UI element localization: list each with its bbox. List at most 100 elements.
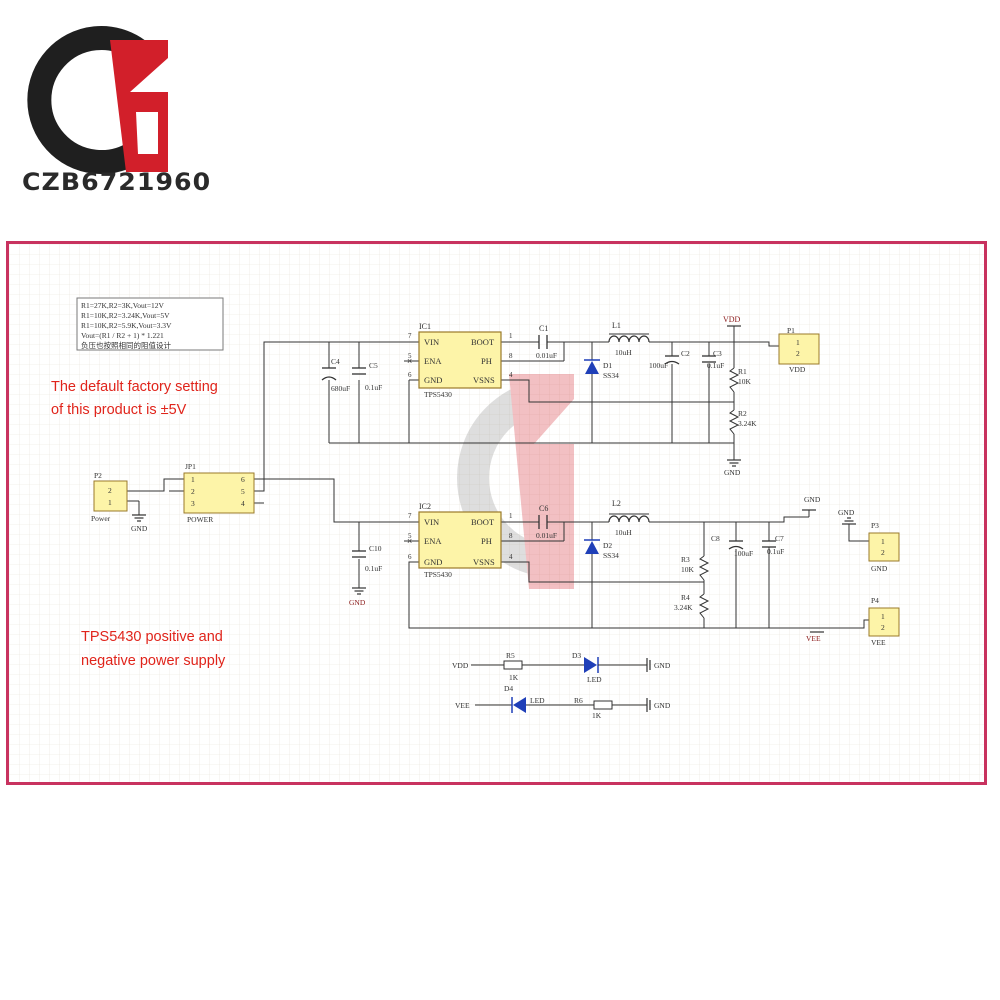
ic1-ena: ENA — [424, 356, 442, 366]
config-line-4: Vout=(R1 / R2 + 1) * 1.221 — [81, 331, 164, 340]
r3-ref: R3 — [681, 555, 690, 564]
gnd-label-p3: GND — [838, 508, 855, 517]
c8-value: 100uF — [734, 549, 753, 558]
p1-name: VDD — [789, 365, 806, 374]
r3-value: 10K — [681, 565, 695, 574]
c5-ref: C5 — [369, 361, 378, 370]
ic2-ph: PH — [481, 536, 492, 546]
ic2-vin: VIN — [424, 517, 439, 527]
l1-ref: L1 — [612, 321, 621, 330]
jp1-pin-3: 3 — [191, 499, 195, 508]
led-vdd-gnd: GND — [654, 661, 671, 670]
c6-capacitor: C6 0.01uF — [536, 504, 557, 540]
jp1-pin-2: 2 — [191, 487, 195, 496]
c4-capacitor: C4 680uF — [321, 357, 350, 393]
ic1-pin-8: 8 — [509, 352, 513, 360]
jp1-pin-6: 6 — [241, 475, 245, 484]
l2-ref: L2 — [612, 499, 621, 508]
d1-ref: D1 — [603, 361, 612, 370]
schematic-diagram: R1=27K,R2=3K,Vout=12V R1=10K,R2=3.24K,Vo… — [9, 244, 984, 782]
c6-value: 0.01uF — [536, 531, 557, 540]
c6-ref: C6 — [539, 504, 548, 513]
ic2-gnd: GND — [424, 557, 442, 567]
c3-capacitor: C3 0.1uF — [702, 349, 724, 370]
l2-inductor: L2 10uH — [608, 499, 650, 537]
ic1-pin-6: 6 — [408, 371, 412, 379]
p3-pin-2: 2 — [881, 548, 885, 557]
r4-ref: R4 — [681, 593, 690, 602]
c7-ref: C7 — [775, 534, 784, 543]
gnd-symbol-c10: GND — [349, 581, 367, 607]
c1-value: 0.01uF — [536, 351, 557, 360]
c5-value: 0.1uF — [365, 383, 382, 392]
led-vee-net: VEE — [455, 701, 470, 710]
p3-name: GND — [871, 564, 888, 573]
ic1-pin-4: 4 — [509, 371, 513, 379]
r2-value: 3.24K — [738, 419, 757, 428]
p2-pin-1: 1 — [108, 498, 112, 507]
ic2-pin-5: 5 — [408, 532, 412, 540]
ic2-chip: IC2 VIN BOOT ENA PH GND VSNS TPS5430 7 5… — [407, 502, 513, 579]
ic1-ref: IC1 — [419, 322, 431, 331]
r1-ref: R1 — [738, 367, 747, 376]
d2-diode: D2 SS34 — [584, 539, 619, 560]
watermark-logo — [457, 374, 574, 589]
ic2-ref: IC2 — [419, 502, 431, 511]
factory-note-line-1: The default factory setting — [51, 379, 218, 395]
ic1-gnd: GND — [424, 375, 442, 385]
p4-name: VEE — [871, 638, 886, 647]
d1-value: SS34 — [603, 371, 619, 380]
r4-value: 3.24K — [674, 603, 693, 612]
c2-value: 100uF — [649, 361, 668, 370]
c4-value: 680uF — [331, 384, 350, 393]
ic2-pin-4: 4 — [509, 553, 513, 561]
led-vdd-net: VDD — [452, 661, 469, 670]
schematic-frame: R1=27K,R2=3K,Vout=12V R1=10K,R2=3.24K,Vo… — [6, 241, 987, 785]
ic2-pin-1: 1 — [509, 512, 513, 520]
p1-ref: P1 — [787, 326, 795, 335]
gnd-label-power: GND — [131, 524, 148, 533]
c8-ref: C8 — [711, 534, 720, 543]
c1-ref: C1 — [539, 324, 548, 333]
c4-ref: C4 — [331, 357, 340, 366]
ic1-pin-1: 1 — [509, 332, 513, 340]
r6-ref: R6 — [574, 696, 583, 705]
brand-logo — [27, 26, 168, 174]
l1-value: 10uH — [615, 348, 632, 357]
led-indicator-vee: VEE D4 LED R6 1K GND — [455, 684, 671, 720]
p2-ref: P2 — [94, 471, 102, 480]
d3-value: LED — [587, 675, 602, 684]
ic2-ena: ENA — [424, 536, 442, 546]
vee-net: VEE — [806, 631, 824, 643]
p1-pin-2: 2 — [796, 349, 800, 358]
c2-capacitor: C2 100uF — [649, 349, 690, 370]
jp1-jumper: JP1 1 2 3 6 5 4 POWER — [183, 462, 255, 524]
d3-ref: D3 — [572, 651, 581, 660]
p2-pin-2: 2 — [108, 486, 112, 495]
gnd-label-top: GND — [724, 468, 741, 477]
jp1-name: POWER — [187, 515, 213, 524]
c3-ref: C3 — [713, 349, 722, 358]
c3-value: 0.1uF — [707, 361, 724, 370]
c7-value: 0.1uF — [767, 547, 784, 556]
p1-pin-1: 1 — [796, 338, 800, 347]
supply-note-line-2: negative power supply — [81, 653, 226, 669]
config-note-box: R1=27K,R2=3K,Vout=12V R1=10K,R2=3.24K,Vo… — [76, 297, 224, 351]
jp1-ref: JP1 — [185, 462, 196, 471]
gnd-symbol-top: GND — [724, 453, 742, 477]
r3-resistor: R3 10K — [681, 555, 710, 581]
led-indicator-vdd: VDD R5 1K D3 LED GND — [452, 651, 671, 684]
d1-diode: D1 SS34 — [584, 359, 619, 380]
config-line-3: R1=10K,R2=5.9K,Vout=3.3V — [81, 321, 172, 330]
r5-value: 1K — [509, 673, 519, 682]
r2-resistor: R2 3.24K — [728, 409, 757, 435]
power-input-wiring — [127, 474, 419, 523]
vdd-label: VDD — [723, 315, 741, 324]
p4-ref: P4 — [871, 596, 879, 605]
ic2-pin-8: 8 — [509, 532, 513, 540]
p4-connector: P4 1 2 VEE — [868, 596, 900, 647]
l2-value: 10uH — [615, 528, 632, 537]
ic1-nc-mark: × — [407, 356, 412, 366]
c1-capacitor: C1 0.01uF — [536, 324, 557, 360]
c10-capacitor: C10 0.1uF — [352, 544, 382, 573]
